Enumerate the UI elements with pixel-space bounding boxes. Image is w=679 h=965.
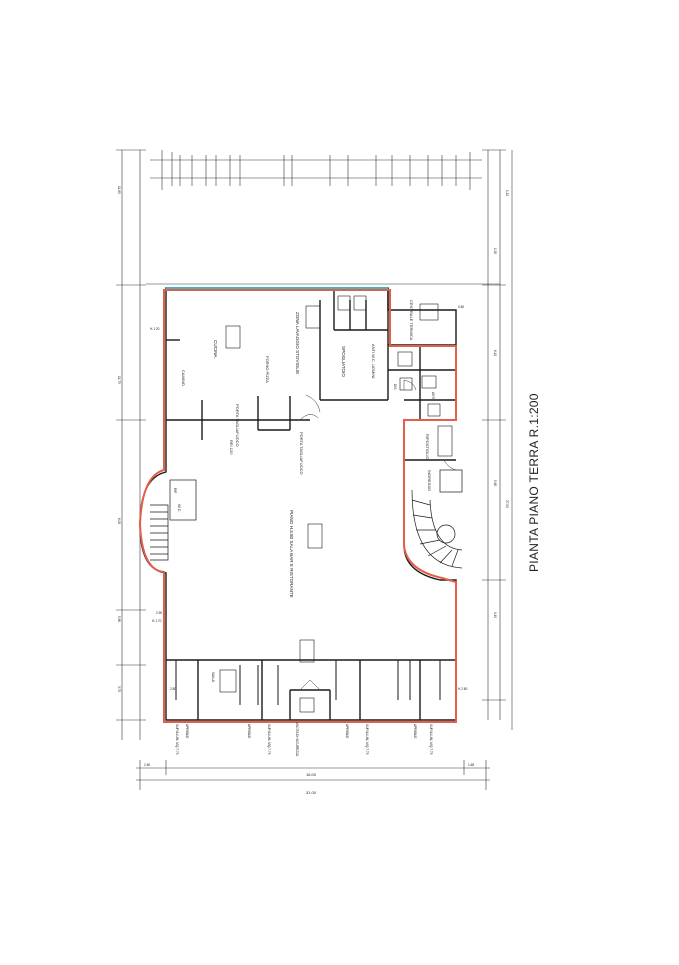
label-apribile-2: APRIBILE [247,724,251,738]
dim-right-margin: 1.65 [468,763,474,767]
label-uscita-sicurezza: USCITA DI SICUREZZA [295,722,299,757]
dim-080: 0.80 [458,305,464,309]
right-spiral-staircase [411,469,463,569]
label-dis: DIS. [393,384,397,390]
dim-1175: 11.75 [117,376,121,384]
label-apribile-1: APRIBILE [185,724,189,738]
label-porta-tagliafuoco-1: PORTA TAGLIAFUOCO [235,404,240,447]
label-centrale-termica: CENTRALE TERMICA [409,300,414,341]
label-sala-room: SALA [211,672,216,683]
dim-600: 6.00 [117,518,121,524]
dim-370: 3.70 [117,686,121,692]
label-apribile-4: APRIBILE [413,724,417,738]
label-rip: RIP [173,488,177,493]
dim-280: 2.80 [170,687,176,691]
window-lines [175,660,441,705]
room-labels: CUCINA ZONA LAVAGGIO STOVIGLIE SPOGLIATO… [173,300,435,757]
dim-h120: H.1.20 [150,327,160,331]
label-sala-bar: PIANO H.3.80 SALA BAR E RISTORANTE [289,510,294,598]
dimension-labels: 31.00 16.00 1.50 1.65 11.80 11.75 6.00 5… [117,186,509,795]
label-zona-lavaggio: ZONA LAVAGGIO STOVIGLIE [295,312,300,374]
fixture-boxes [219,295,453,713]
label-antiwc-uomini: ANTI W.C. UOMINI [371,344,376,378]
label-anti: ANTI [431,392,435,399]
label-wc: W.C. [177,504,182,513]
top-dimension-chain [150,150,482,190]
dim-290: 2.90 [156,611,162,615]
label-porta-tagliafuoco-2: PORTA TAGLIAFUOCO [299,432,304,475]
dim-110: 1.10 [505,190,509,196]
label-sup-illum-4: SUP.ILLUM. MQ.7.73 [429,724,433,755]
label-spogliatoio: SPOGLIATOIO [341,346,346,377]
bottom-dimension-chain [136,760,490,790]
label-ingresso: INGRESSO [427,470,432,491]
dim-580: 5.80 [117,616,121,622]
plan-title: PIANTA PIANO TERRA R.1:200 [527,393,541,572]
dim-left-margin: 1.50 [144,763,150,767]
dim-560: 5.60 [493,480,497,486]
label-forno-pizza: FORNO PIZZA [265,356,270,383]
door-swings [299,379,457,691]
right-dimension-chain [482,149,506,720]
dim-610: 6.10 [493,350,497,356]
left-staircase [150,479,197,561]
label-ripostiglio: RIPOSTIGLIO [425,434,430,460]
left-dimension-chain [116,149,146,740]
label-sup-illum-3: SUP.ILLUM. MQ.7.73 [365,724,369,755]
dim-940: 9.40 [493,612,497,618]
label-sup-illum-2: SUP.ILLUM. MQ.7.73 [267,724,271,755]
label-apribile-3: APRIBILE [345,724,349,738]
dim-1180: 11.80 [117,186,121,194]
label-cucina: CUCINA [213,340,218,359]
dim-h280: H.2.80 [458,687,468,691]
dim-inner-width: 16.00 [306,772,317,777]
label-camino: CAMINO [181,370,186,386]
label-sup-illum-1: SUP.ILLUM. MQ.7.73 [175,724,179,755]
perimeter-outline [138,289,457,723]
dim-150: 1.50 [493,248,497,254]
dim-h170: H.1.70 [152,619,162,623]
dim-total-width: 31.00 [306,790,317,795]
label-rei: REI 120 [229,440,234,455]
dim-2700: 27.00 [505,500,509,508]
